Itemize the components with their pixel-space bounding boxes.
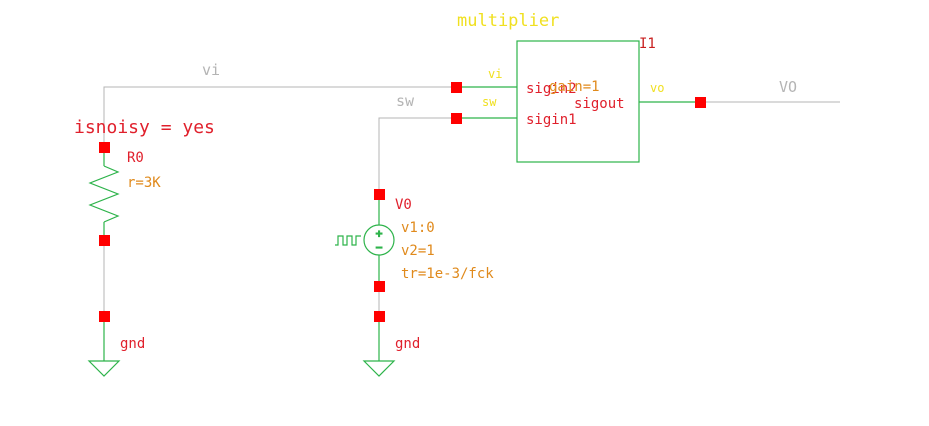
- net-sw-label: sw: [396, 92, 415, 110]
- pins: [99, 82, 706, 322]
- source-name: V0: [395, 197, 412, 213]
- wires: [103, 86, 840, 316]
- pin-r0-top[interactable]: [99, 142, 110, 153]
- pin-gnd-right[interactable]: [374, 311, 385, 322]
- multiplier-pin-in1-label: sigin1: [526, 112, 577, 128]
- ground-right-icon: [362, 360, 396, 377]
- pin-multiplier-in1[interactable]: [451, 113, 462, 124]
- multiplier-pin-in2-label: sigin2: [526, 81, 577, 97]
- resistor-noise-label: isnoisy = yes: [74, 117, 215, 138]
- source-tr: tr=1e-3/fck: [401, 266, 494, 282]
- pin-gnd-left[interactable]: [99, 311, 110, 322]
- pin-v0-bottom[interactable]: [374, 281, 385, 292]
- net-vi-pin-label: vi: [488, 67, 502, 81]
- net-vi-label: vi: [202, 61, 220, 79]
- voltage-source-v0[interactable]: + −: [335, 194, 395, 286]
- multiplier-block[interactable]: [456, 40, 701, 163]
- multiplier-title: multiplier: [457, 11, 559, 31]
- wire-vi: [103, 86, 456, 148]
- multiplier-pin-out-label: sigout: [574, 96, 625, 112]
- resistor-r0[interactable]: [88, 148, 120, 241]
- wire-sw: [378, 117, 456, 194]
- resistor-value: r=3K: [127, 175, 161, 191]
- net-sw-pin-label: sw: [482, 95, 497, 109]
- multiplier-instance: I1: [639, 36, 656, 52]
- ground-left-label: gnd: [120, 336, 145, 352]
- pin-multiplier-out[interactable]: [695, 97, 706, 108]
- net-vo-label: VO: [779, 78, 797, 96]
- resistor-zigzag: [88, 165, 120, 223]
- source-plus-sign: +: [376, 227, 383, 240]
- ground-right-label: gnd: [395, 336, 420, 352]
- multiplier-gain: gain=1: [549, 79, 600, 95]
- pulse-waveform-icon: [335, 235, 361, 246]
- ground-left-icon: [87, 360, 121, 377]
- source-v1: v1:0: [401, 220, 435, 236]
- pin-v0-top[interactable]: [374, 189, 385, 200]
- source-v2: v2=1: [401, 243, 435, 259]
- ground-right[interactable]: [362, 316, 396, 377]
- ground-left[interactable]: [87, 316, 121, 377]
- source-minus-sign: −: [376, 241, 383, 254]
- resistor-name: R0: [127, 150, 144, 166]
- net-vo-pin-label: vo: [650, 81, 664, 95]
- labels: multiplier I1 sigin2 gain=1 sigout sigin…: [74, 11, 797, 352]
- pin-multiplier-in2[interactable]: [451, 82, 462, 93]
- pin-r0-bottom[interactable]: [99, 235, 110, 246]
